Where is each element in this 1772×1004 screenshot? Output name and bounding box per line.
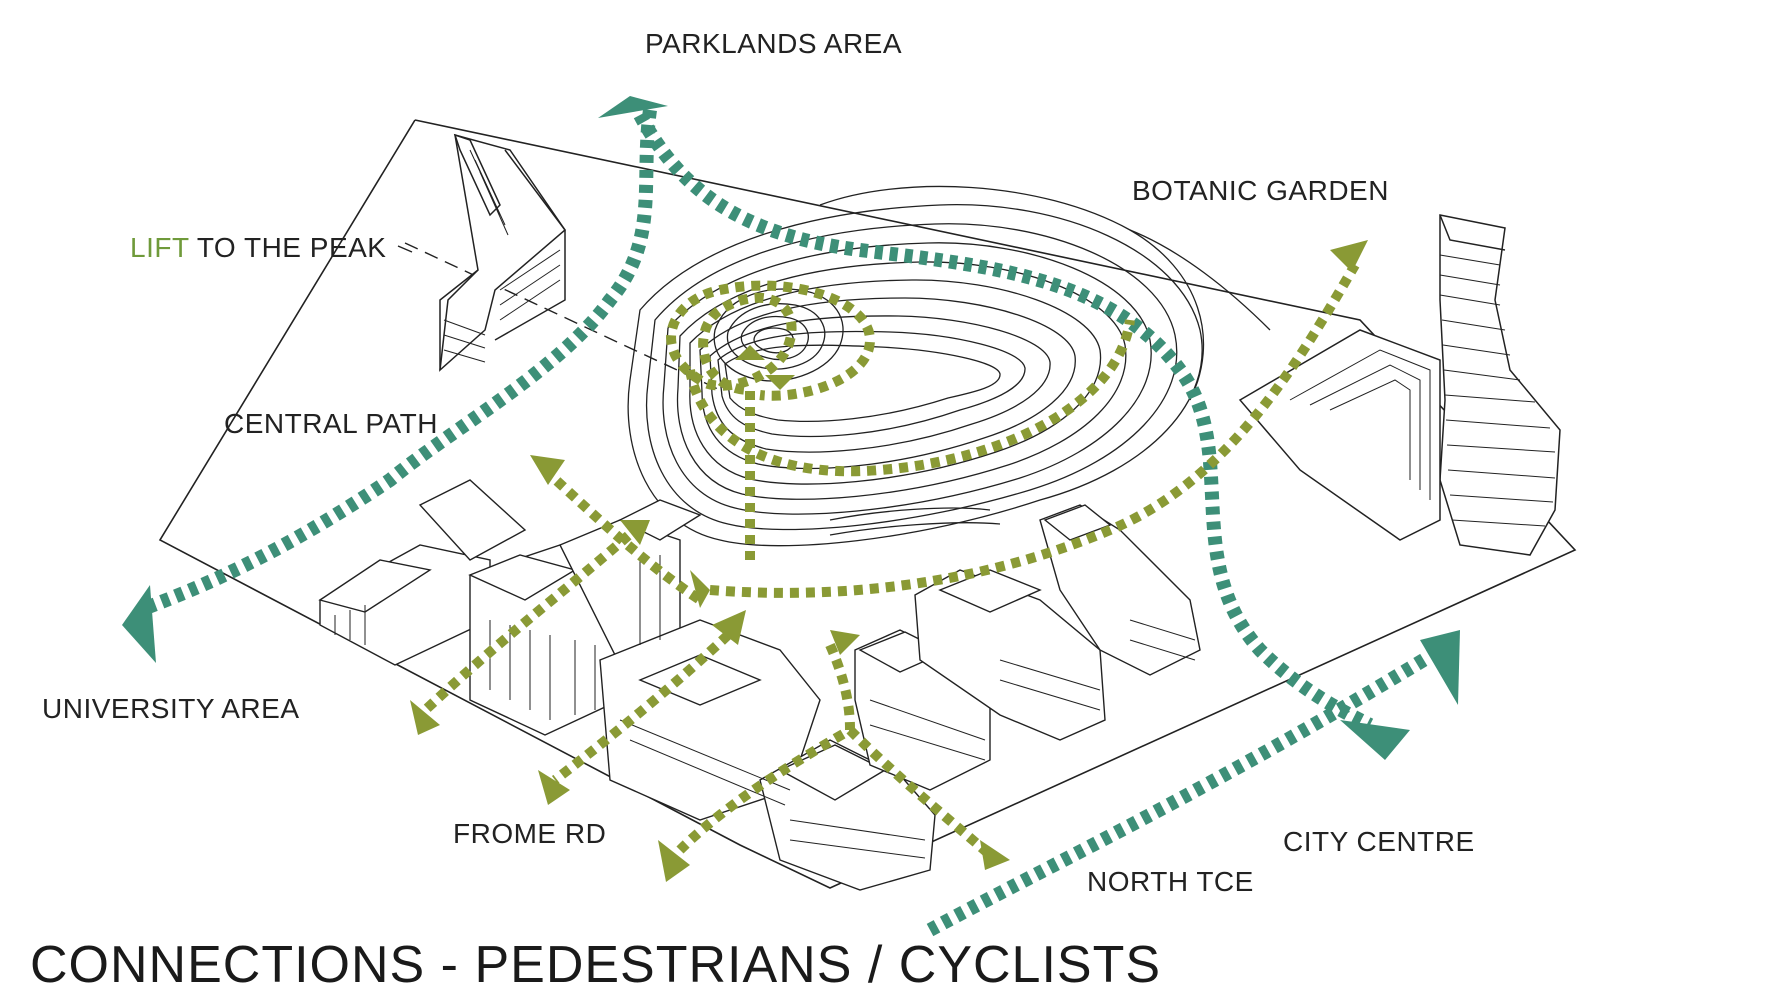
route-diag-2 xyxy=(416,521,644,719)
building-cluster-southwest xyxy=(318,479,936,891)
route-parklands-university xyxy=(137,109,657,617)
cyclist-arrowheads xyxy=(410,240,1368,882)
arrow-city-centre xyxy=(1420,630,1460,705)
arrow-southeast xyxy=(1340,720,1410,760)
label-city-centre: CITY CENTRE xyxy=(1283,826,1475,857)
page-title: CONNECTIONS - PEDESTRIANS / CYCLISTS xyxy=(30,936,1162,994)
route-hill-spiral xyxy=(666,280,876,560)
label-parklands-area: PARKLANDS AREA xyxy=(645,28,903,59)
cyclist-routes xyxy=(416,262,1360,859)
route-diag-3 xyxy=(551,631,732,784)
route-diag-5 xyxy=(846,726,994,859)
pedestrian-arrowheads xyxy=(122,96,1460,760)
label-central-path: CENTRAL PATH xyxy=(224,408,438,439)
arrow-parklands xyxy=(598,96,668,118)
label-lift-rest: TO THE PEAK xyxy=(189,232,387,263)
label-frome-rd: FROME RD xyxy=(453,818,607,849)
label-lift-accent: LIFT xyxy=(130,232,190,263)
lift-line xyxy=(404,242,721,391)
label-north-tce: NORTH TCE xyxy=(1087,866,1254,897)
building-cluster-southeast xyxy=(854,504,1201,791)
building-northwest xyxy=(439,133,566,372)
lift-leader xyxy=(397,245,413,253)
pedestrian-routes xyxy=(137,109,1444,937)
label-university-area: UNIVERSITY AREA xyxy=(42,693,300,724)
label-botanic-garden: BOTANIC GARDEN xyxy=(1132,175,1389,206)
route-north-tce xyxy=(926,644,1444,937)
arrow-university xyxy=(122,585,156,663)
site-boundary xyxy=(158,119,1577,889)
route-botanic xyxy=(709,262,1360,598)
label-lift-to-the-peak: LIFT TO THE PEAK xyxy=(130,232,386,264)
hill-contours xyxy=(627,185,1271,547)
building-northeast-tower xyxy=(1238,214,1561,556)
route-parklands-botanic-city xyxy=(633,111,1374,732)
route-hill-loop xyxy=(685,319,1135,477)
